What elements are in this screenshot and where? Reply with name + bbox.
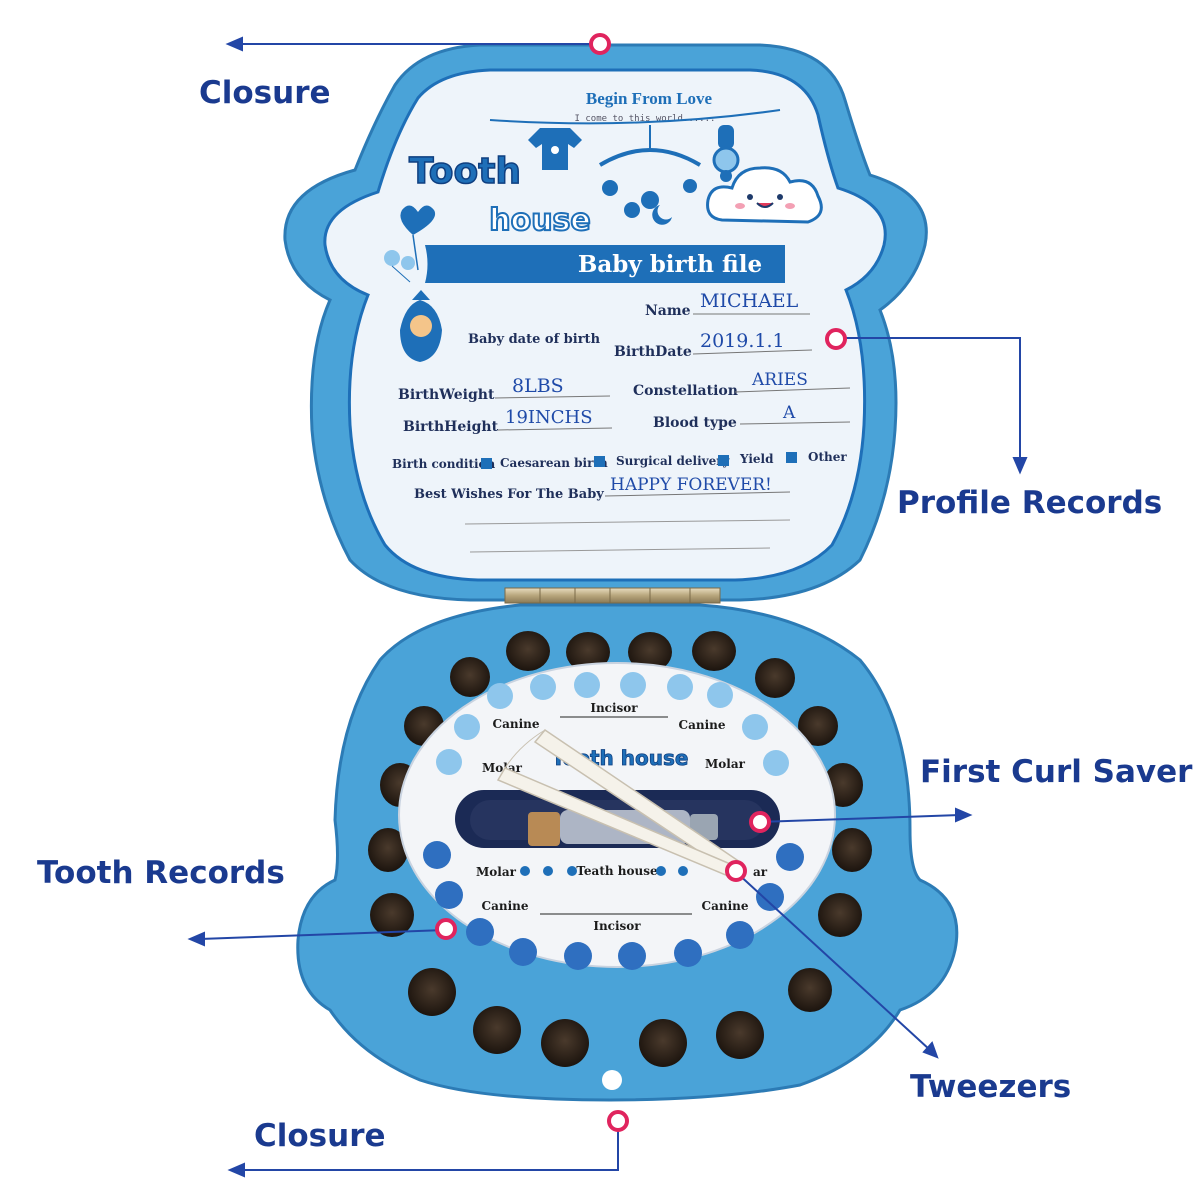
birthdate-value[interactable]: 2019.1.1 bbox=[700, 330, 785, 352]
birthdate-label: BirthDate bbox=[614, 344, 692, 360]
tweezers-callout: Tweezers bbox=[910, 1069, 1072, 1105]
smiling-cloud-icon bbox=[706, 166, 823, 224]
molar-top-right-label: Molar bbox=[705, 757, 746, 771]
profile-marker bbox=[825, 328, 847, 350]
baby-date-label: Baby date of birth bbox=[468, 332, 601, 347]
baby-bundle-icon bbox=[400, 290, 442, 362]
option-caesarean: Caesarean birth bbox=[500, 456, 608, 470]
weight-label: BirthWeight bbox=[398, 387, 495, 403]
birth-file-banner: Baby birth file bbox=[425, 245, 785, 283]
canine-bottom-right-label: Canine bbox=[702, 899, 749, 913]
closure-top-marker bbox=[589, 33, 611, 55]
clothesline bbox=[489, 109, 781, 125]
molar-bottom-left-label: Molar bbox=[476, 865, 517, 879]
tooth-records-callout: Tooth Records bbox=[37, 855, 285, 891]
teath-house-label: Teath house bbox=[576, 864, 658, 878]
birth-condition-label: Birth condition bbox=[392, 457, 496, 471]
checkbox-surgical[interactable] bbox=[594, 456, 605, 467]
name-value[interactable]: MICHAEL bbox=[700, 290, 799, 312]
constellation-value[interactable]: ARIES bbox=[751, 370, 808, 390]
option-yield: Yield bbox=[739, 452, 774, 466]
canine-top-left-label: Canine bbox=[493, 717, 540, 731]
closure-bottom-callout: Closure bbox=[254, 1118, 386, 1154]
height-value[interactable]: 19INCHS bbox=[505, 407, 593, 428]
curl-saver-marker bbox=[749, 811, 771, 833]
checkbox-yield[interactable] bbox=[786, 452, 797, 463]
upper-teeth-circles bbox=[436, 672, 789, 776]
brand-tagline: I come to this world...... bbox=[575, 114, 716, 124]
brand-text: Begin From Love bbox=[586, 89, 713, 108]
checkbox-caesarean[interactable] bbox=[481, 458, 492, 469]
baby-shirt-icon bbox=[528, 128, 582, 170]
checkbox-delivery[interactable] bbox=[718, 455, 729, 466]
closure-bottom-marker bbox=[607, 1110, 629, 1132]
weight-value[interactable]: 8LBS bbox=[512, 375, 564, 397]
option-surgical: Surgical delivery bbox=[616, 454, 731, 468]
flower-icons bbox=[520, 866, 688, 876]
banner-title: Baby birth file bbox=[578, 251, 762, 278]
tooth-holes bbox=[368, 631, 872, 1090]
annotation-markers bbox=[435, 33, 847, 1132]
tooth-records-marker bbox=[435, 918, 457, 940]
mobile-toy-icon bbox=[598, 125, 702, 225]
annotation-arrows bbox=[187, 36, 1028, 1178]
hinge bbox=[504, 587, 721, 604]
first-curl-saver-callout: First Curl Saver bbox=[920, 754, 1193, 790]
heart-balloon-icon bbox=[384, 205, 436, 283]
tooth-logo-line1: Tooth bbox=[409, 151, 521, 192]
blood-label: Blood type bbox=[653, 415, 737, 431]
canine-top-right-label: Canine bbox=[679, 718, 726, 732]
incisor-bottom-label: Incisor bbox=[593, 919, 641, 933]
tweezers-marker bbox=[725, 860, 747, 882]
constellation-label: Constellation bbox=[633, 383, 738, 399]
canine-bottom-left-label: Canine bbox=[482, 899, 529, 913]
wishes-label: Best Wishes For The Baby bbox=[414, 487, 604, 502]
wishes-value[interactable]: HAPPY FOREVER! bbox=[610, 475, 772, 495]
incisor-top-label: Incisor bbox=[590, 701, 638, 715]
pacifier-icon bbox=[712, 125, 740, 182]
molar-bottom-right-fragment: ar bbox=[753, 865, 768, 879]
profile-records-callout: Profile Records bbox=[897, 485, 1163, 521]
tooth-logo-line2: house bbox=[489, 203, 591, 238]
lower-teeth-circles bbox=[423, 841, 804, 970]
birth-form: Name MICHAEL Baby date of birth BirthDat… bbox=[392, 290, 851, 553]
option-other: Other bbox=[808, 450, 847, 464]
height-label: BirthHeight bbox=[403, 419, 499, 435]
box-tray: Incisor Canine Canine Molar Molar Molar … bbox=[296, 603, 959, 1102]
box-lid: Begin From Love I come to this world....… bbox=[283, 43, 928, 602]
blood-value[interactable]: A bbox=[782, 403, 796, 423]
name-label: Name bbox=[645, 303, 691, 319]
closure-top-callout: Closure bbox=[199, 75, 331, 111]
